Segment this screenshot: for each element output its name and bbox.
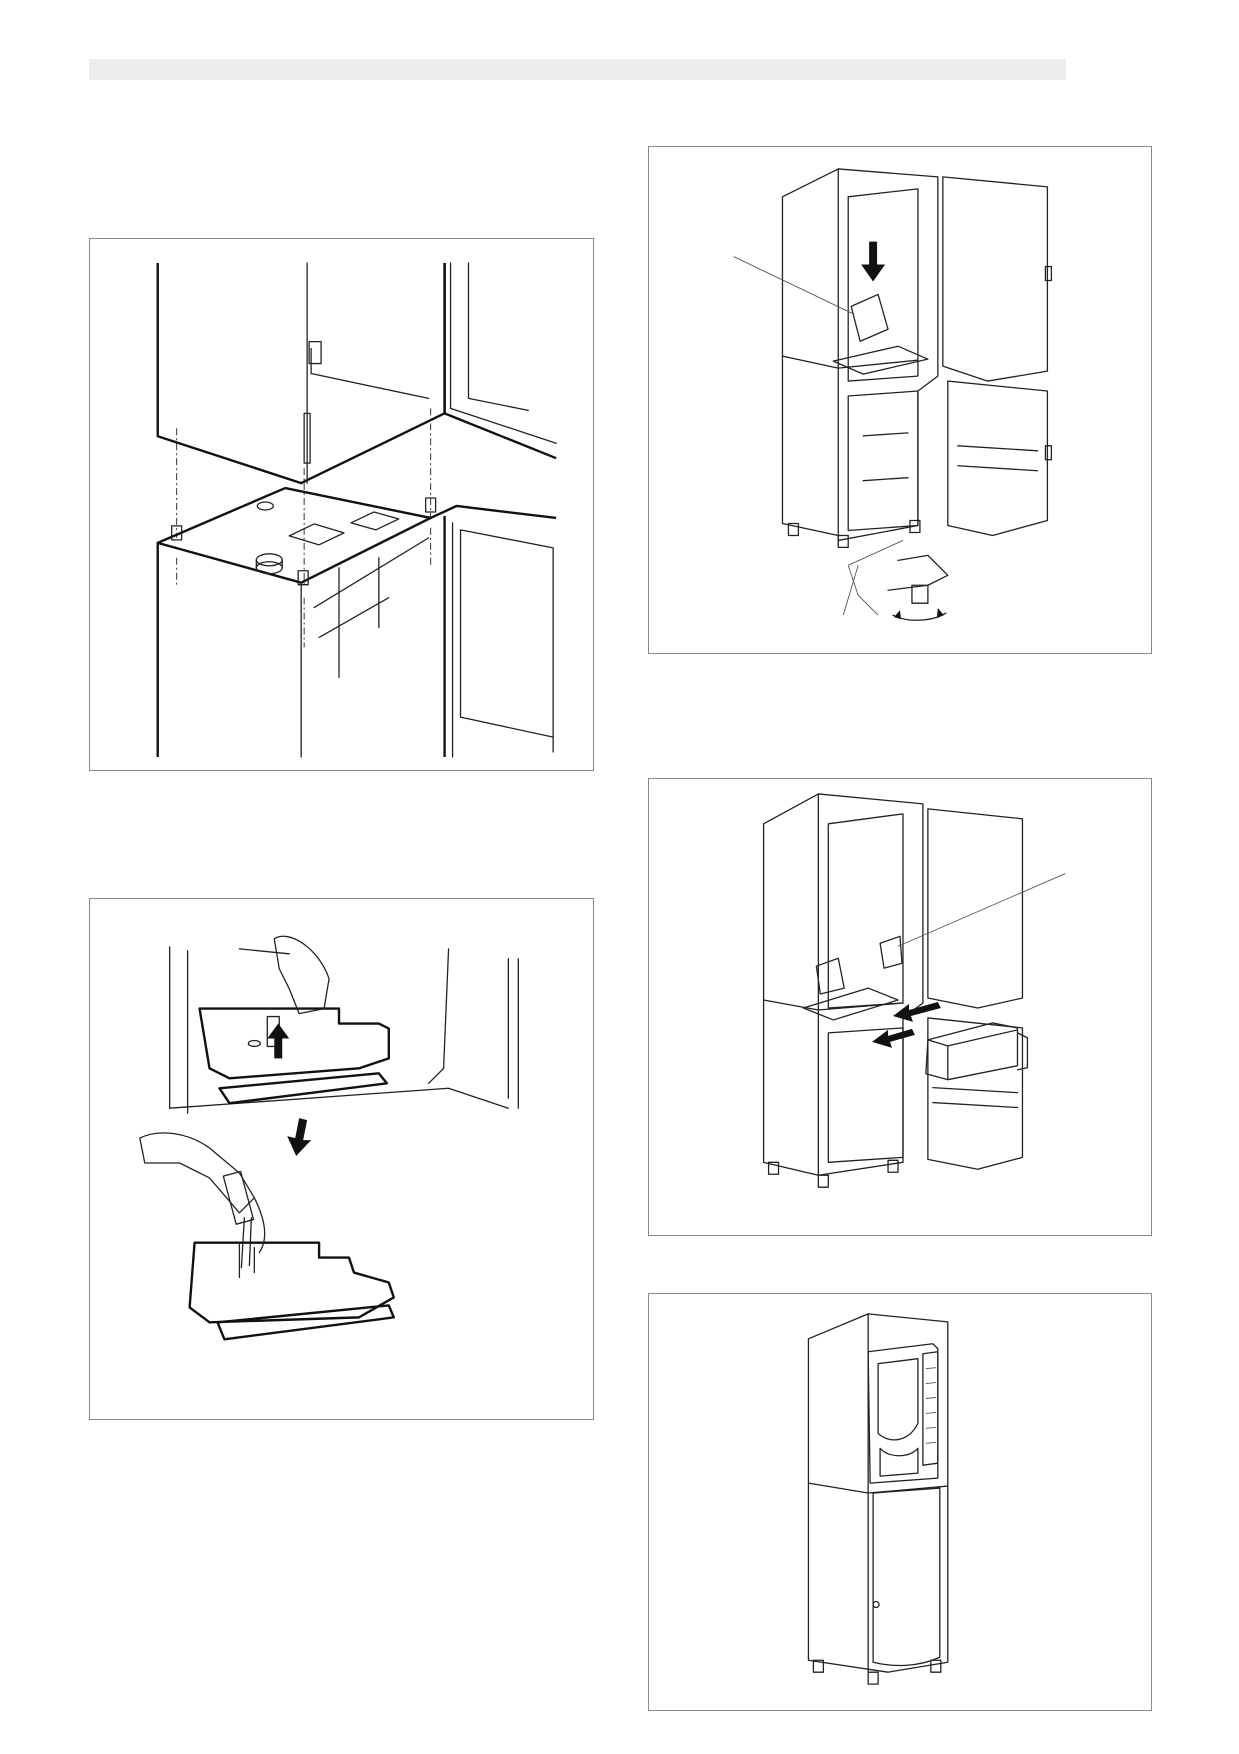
container-install-illustration	[762, 793, 1066, 1188]
figure-canister-insert-feet	[648, 146, 1152, 654]
cabinet-stacking-illustration	[156, 262, 557, 758]
figure-stacking-cabinets	[89, 238, 594, 771]
figure-container-install	[648, 778, 1152, 1236]
figure-drip-tray-removal	[89, 898, 594, 1420]
figure-assembled-machine	[648, 1293, 1152, 1711]
canister-insert-levelling-feet-illustration	[733, 168, 1053, 621]
drip-tray-hammer-illustration	[139, 935, 519, 1341]
header-bar	[89, 59, 1066, 80]
assembled-vending-machine-illustration	[807, 1313, 949, 1685]
